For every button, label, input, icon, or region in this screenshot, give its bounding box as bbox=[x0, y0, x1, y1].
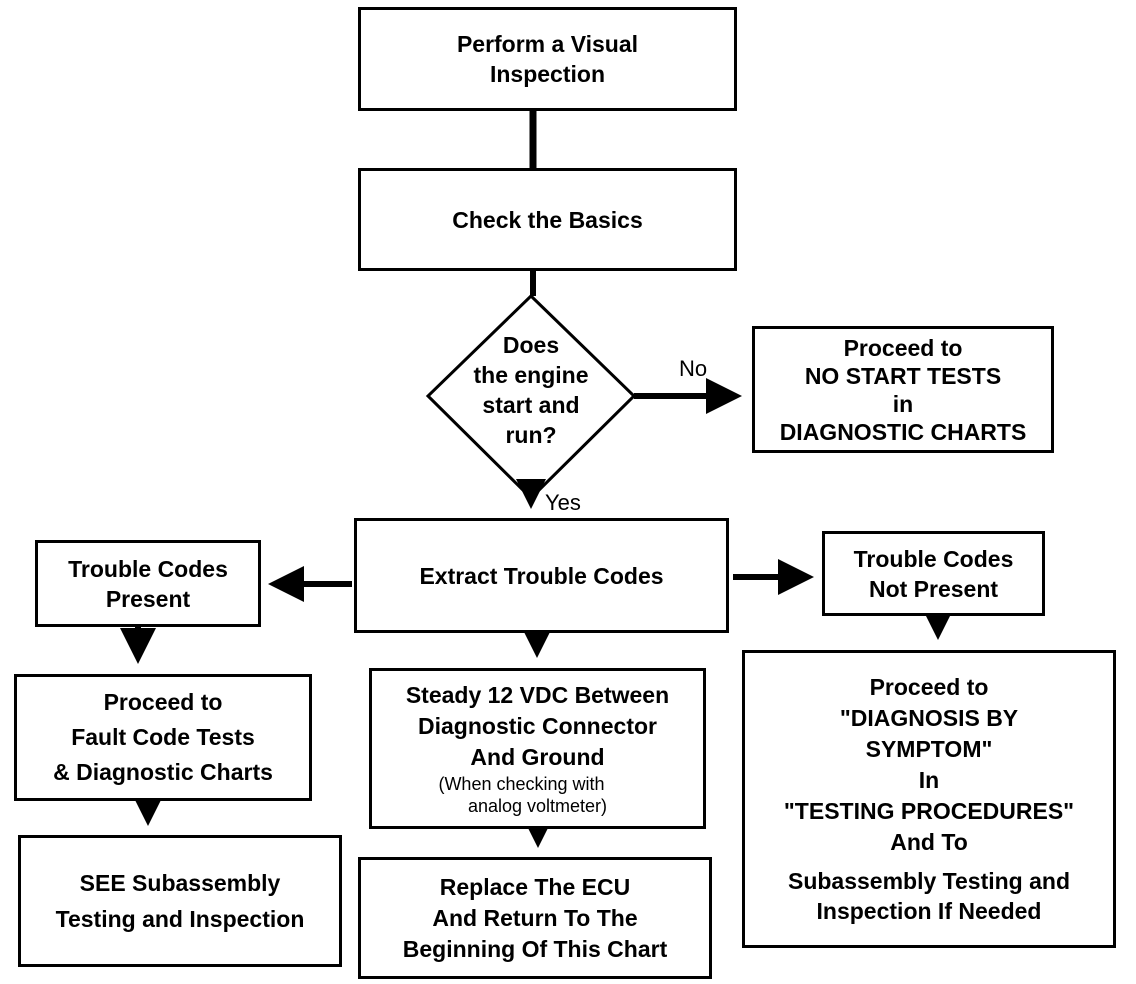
codes-present-line-1: Trouble Codes bbox=[68, 555, 228, 582]
visual-inspection-line-1: Perform a Visual bbox=[456, 31, 639, 57]
extract-trouble-codes-box: Extract Trouble Codes bbox=[354, 518, 729, 633]
yes-label: Yes bbox=[545, 490, 581, 515]
no-start-tests-box: Proceed to NO START TESTS in DIAGNOSTIC … bbox=[752, 326, 1054, 453]
fault-code-tests-box: Proceed to Fault Code Tests & Diagnostic… bbox=[14, 674, 312, 801]
decision-line-4: run? bbox=[505, 422, 557, 448]
see-subassembly-line-2: Testing and Inspection bbox=[55, 906, 305, 932]
replace-ecu-box: Replace The ECU And Return To The Beginn… bbox=[358, 857, 712, 979]
visual-inspection-line-2: Inspection bbox=[489, 61, 605, 87]
decision-line-2: the engine bbox=[473, 362, 589, 388]
steady-vdc-line-1: Steady 12 VDC Between bbox=[405, 682, 670, 708]
no-start-line-4: DIAGNOSTIC CHARTS bbox=[779, 418, 1027, 445]
diagnosis-line-6: And To bbox=[890, 829, 968, 855]
diagnosis-line-1: Proceed to bbox=[869, 674, 989, 700]
no-label: No bbox=[679, 356, 708, 381]
check-basics-line-1: Check the Basics bbox=[452, 206, 643, 233]
codes-not-present-line-2: Not Present bbox=[868, 575, 999, 602]
fault-code-line-3: & Diagnostic Charts bbox=[53, 759, 273, 785]
steady-vdc-note-line-1: (When checking with bbox=[438, 774, 605, 794]
replace-ecu-line-2: And Return To The bbox=[432, 904, 638, 931]
steady-vdc-note-line-2: analog voltmeter) bbox=[467, 796, 608, 816]
see-subassembly-line-1: SEE Subassembly bbox=[79, 870, 281, 896]
steady-vdc-box: Steady 12 VDC Between Diagnostic Connect… bbox=[369, 668, 706, 829]
diagnosis-line-4: In bbox=[918, 767, 940, 793]
no-start-line-2: NO START TESTS bbox=[804, 362, 1002, 389]
steady-vdc-line-3: And Ground bbox=[470, 744, 605, 770]
extract-line-1: Extract Trouble Codes bbox=[419, 562, 664, 589]
decision-line-1: Does bbox=[502, 332, 560, 358]
decision-line-3: start and bbox=[482, 392, 580, 418]
replace-ecu-line-3: Beginning Of This Chart bbox=[402, 935, 668, 962]
diagnosis-by-symptom-box: Proceed to "DIAGNOSIS BY SYMPTOM" In "TE… bbox=[742, 650, 1116, 948]
codes-not-present-line-1: Trouble Codes bbox=[853, 545, 1014, 572]
diagnosis-line-5: "TESTING PROCEDURES" bbox=[783, 798, 1075, 824]
fault-code-line-2: Fault Code Tests bbox=[71, 724, 255, 750]
diagnosis-line-2: "DIAGNOSIS BY bbox=[839, 705, 1019, 731]
trouble-codes-present-box: Trouble Codes Present bbox=[35, 540, 261, 627]
no-start-line-1: Proceed to bbox=[843, 334, 963, 361]
trouble-codes-not-present-box: Trouble Codes Not Present bbox=[822, 531, 1045, 616]
check-basics-box: Check the Basics bbox=[358, 168, 737, 271]
codes-present-line-2: Present bbox=[105, 585, 191, 612]
see-subassembly-box: SEE Subassembly Testing and Inspection bbox=[18, 835, 342, 967]
visual-inspection-box: Perform a Visual Inspection bbox=[358, 7, 737, 111]
diagnosis-line-8: Inspection If Needed bbox=[816, 898, 1042, 924]
replace-ecu-line-1: Replace The ECU bbox=[439, 873, 631, 900]
steady-vdc-line-2: Diagnostic Connector bbox=[418, 713, 657, 739]
fault-code-line-1: Proceed to bbox=[103, 689, 223, 715]
decision-text: Does the engine start and run? bbox=[451, 330, 611, 450]
diagnosis-line-3: SYMPTOM" bbox=[865, 736, 993, 762]
no-start-line-3: in bbox=[892, 390, 914, 417]
diagnosis-line-7: Subassembly Testing and bbox=[787, 868, 1071, 894]
